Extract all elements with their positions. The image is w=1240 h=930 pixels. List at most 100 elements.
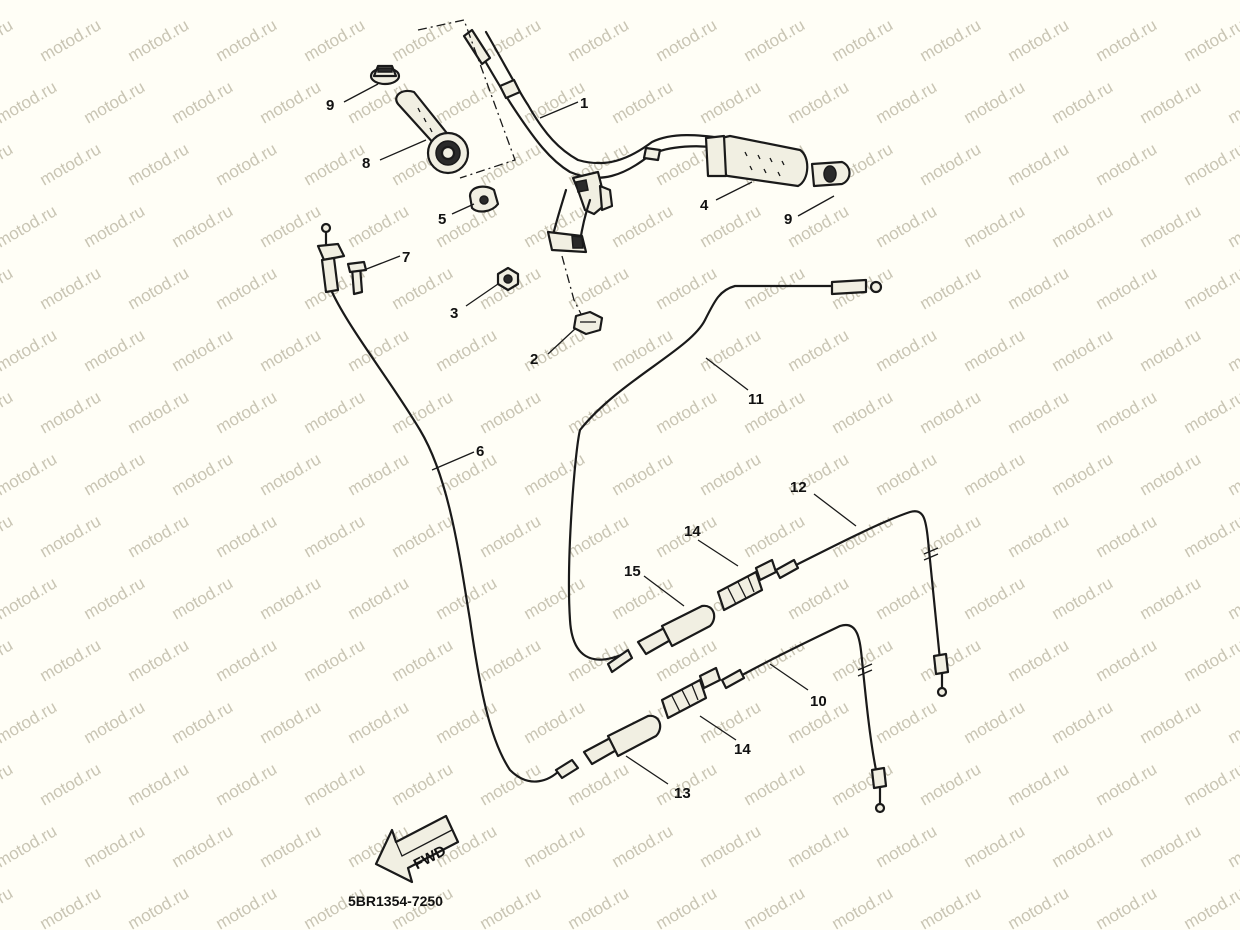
watermark-text: motod.ru (873, 201, 941, 251)
watermark-text: motod.ru (785, 821, 853, 871)
watermark-text: motod.ru (521, 821, 589, 871)
watermark-text: motod.ru (125, 263, 193, 313)
watermark-text: motod.ru (257, 697, 325, 747)
watermark-text: motod.ru (961, 77, 1029, 127)
watermark-text: motod.ru (1005, 387, 1073, 437)
watermark-text: motod.ru (301, 15, 369, 65)
cable-lower[interactable] (720, 623, 888, 814)
callout-14-lower: 14 (734, 741, 751, 758)
watermark-text: motod.ru (1181, 635, 1240, 685)
watermark-text: motod.ru (1093, 387, 1161, 437)
watermark-text: motod.ru (1225, 573, 1240, 623)
watermark-text: motod.ru (741, 511, 809, 561)
watermark-text: motod.ru (565, 387, 633, 437)
watermark-text: motod.ru (1093, 263, 1161, 313)
watermark-text: motod.ru (169, 325, 237, 375)
callout-3: 3 (450, 305, 458, 322)
watermark-text: motod.ru (1049, 697, 1117, 747)
handlebar[interactable] (462, 28, 724, 254)
watermark-text: motod.ru (653, 387, 721, 437)
watermark-text: motod.ru (169, 77, 237, 127)
watermark-text: motod.ru (1093, 759, 1161, 809)
bar-end-right[interactable] (810, 160, 851, 188)
nut[interactable] (496, 266, 520, 292)
callout-8: 8 (362, 155, 370, 172)
watermark-text: motod.ru (1005, 263, 1073, 313)
watermark-text: motod.ru (169, 449, 237, 499)
bar-end-left[interactable] (369, 64, 401, 86)
callout-labels: 1 2 3 4 5 6 7 8 9 9 10 11 12 13 14 14 15 (326, 95, 827, 802)
watermark-text: motod.ru (0, 759, 16, 809)
watermark-text: motod.ru (81, 0, 149, 3)
watermark-text: motod.ru (1181, 511, 1240, 561)
watermark-text: motod.ru (741, 883, 809, 930)
watermark-text: motod.ru (213, 635, 281, 685)
watermark-text: motod.ru (741, 635, 809, 685)
callout-2: 2 (530, 351, 538, 368)
watermark-text: motod.ru (917, 883, 985, 930)
watermark-text: motod.ru (125, 883, 193, 930)
cable-long[interactable] (567, 278, 883, 674)
watermark-text: motod.ru (785, 77, 853, 127)
watermark-text: motod.ru (37, 263, 105, 313)
bolt[interactable] (572, 310, 604, 336)
watermark-text: motod.ru (213, 387, 281, 437)
cable-adjuster-upper[interactable] (636, 604, 716, 656)
watermark-text: motod.ru (301, 511, 369, 561)
watermark-text: motod.ru (477, 511, 545, 561)
screw[interactable] (346, 260, 368, 296)
watermark-text: motod.ru (961, 697, 1029, 747)
watermark-text: motod.ru (389, 759, 457, 809)
watermark-text: motod.ru (0, 697, 60, 747)
watermark-text: motod.ru (257, 449, 325, 499)
watermark-text: motod.ru (37, 139, 105, 189)
watermark-text: motod.ru (389, 635, 457, 685)
watermark-text: motod.ru (1225, 449, 1240, 499)
watermark-text: motod.ru (81, 201, 149, 251)
watermark-text: motod.ru (0, 0, 60, 3)
callout-5: 5 (438, 211, 446, 228)
watermark-text: motod.ru (81, 697, 149, 747)
watermark-text: motod.ru (0, 15, 16, 65)
watermark-text: motod.ru (1049, 449, 1117, 499)
watermark-text: motod.ru (0, 263, 16, 313)
watermark-text: motod.ru (169, 821, 237, 871)
watermark-text: motod.ru (697, 821, 765, 871)
watermark-text: motod.ru (917, 387, 985, 437)
watermark-text: motod.ru (213, 759, 281, 809)
left-grip[interactable] (395, 89, 470, 175)
cable-adjuster-lower[interactable] (582, 714, 662, 766)
cable-junction-lower[interactable] (660, 666, 722, 720)
watermark-text: motod.ru (1049, 77, 1117, 127)
cable-upper[interactable] (774, 510, 950, 698)
watermark-text: motod.ru (37, 15, 105, 65)
watermark-text: motod.ru (1093, 139, 1161, 189)
forward-direction-arrow: FWD (374, 814, 460, 884)
cable-junction-upper[interactable] (716, 558, 778, 612)
watermark-text: motod.ru (345, 0, 413, 3)
watermark-text: motod.ru (169, 0, 237, 3)
leader-lines (343, 83, 857, 785)
watermark-text: motod.ru (609, 573, 677, 623)
watermark-text: motod.ru (829, 15, 897, 65)
watermark-text: motod.ru (873, 821, 941, 871)
watermark-text: motod.ru (1049, 573, 1117, 623)
watermark-text: motod.ru (257, 325, 325, 375)
watermark-text: motod.ru (1137, 821, 1205, 871)
watermark-text: motod.ru (653, 883, 721, 930)
watermark-text: motod.ru (213, 883, 281, 930)
clamp-bracket[interactable] (468, 185, 500, 213)
watermark-text: motod.ru (125, 387, 193, 437)
watermark-text: motod.ru (521, 573, 589, 623)
watermark-text: motod.ru (961, 449, 1029, 499)
watermark-text: motod.ru (1093, 635, 1161, 685)
watermark-text: motod.ru (345, 201, 413, 251)
watermark-text: motod.ru (917, 263, 985, 313)
watermark-text: motod.ru (0, 635, 16, 685)
throttle-cable[interactable] (316, 222, 580, 783)
watermark-text: motod.ru (1225, 201, 1240, 251)
callout-7: 7 (402, 249, 410, 266)
right-grip-throttle[interactable] (704, 134, 809, 188)
watermark-text: motod.ru (213, 139, 281, 189)
